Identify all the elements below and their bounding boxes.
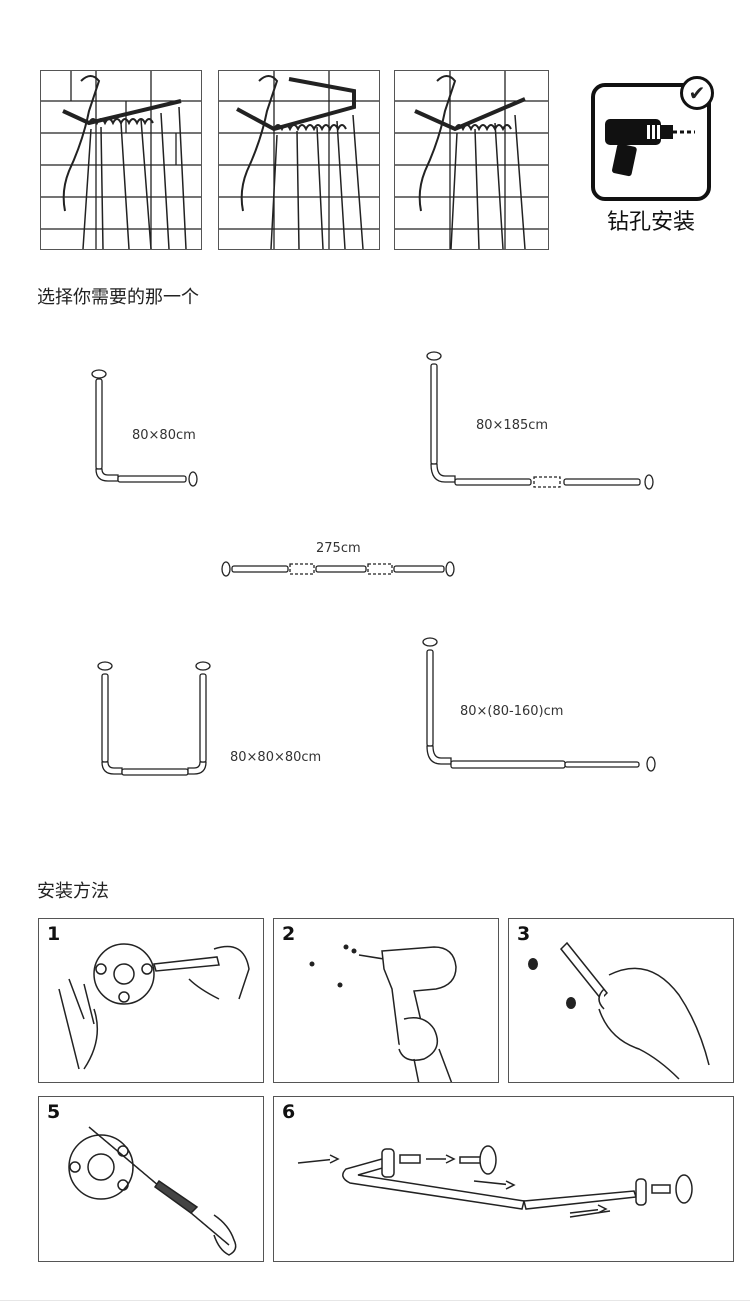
size-label-2: 275cm (316, 541, 361, 556)
badge-label: 钻孔安装 (606, 210, 695, 235)
shower-scene-1 (40, 70, 202, 250)
choose-title: 选择你需要的那一个 (37, 287, 199, 308)
drill-icon (605, 119, 695, 177)
footer-divider (0, 1300, 750, 1301)
step-number: 2 (282, 923, 296, 945)
step-number: 6 (282, 1101, 296, 1123)
install-step-1: 1 (38, 918, 264, 1083)
rod-l-80x80 (91, 369, 198, 487)
size-label-3: 80×80×80cm (230, 750, 322, 765)
shower-scene-2 (218, 70, 380, 250)
step-number: 3 (517, 923, 531, 945)
size-label-1: 80×185cm (476, 418, 549, 433)
install-step-6: 6 (273, 1096, 734, 1262)
rod-u-80x80x80 (97, 661, 211, 776)
drill-install-badge (591, 83, 711, 201)
size-label-0: 80×80cm (132, 428, 196, 443)
install-step-3: 3 (508, 918, 734, 1083)
mark-holes-icon (58, 943, 250, 1070)
screw-flange-icon (68, 1126, 237, 1256)
size-label-4: 80×(80-160)cm (460, 704, 564, 719)
install-title: 安装方法 (37, 881, 109, 902)
step-number: 1 (47, 923, 61, 945)
insert-anchors-icon (528, 941, 710, 1080)
check-icon: ✔ (680, 76, 714, 110)
rod-l-telescopic (422, 637, 656, 772)
install-step-5: 5 (38, 1096, 264, 1262)
step-number: 5 (47, 1101, 61, 1123)
rod-straight-275 (221, 561, 455, 577)
drill-holes-icon (309, 944, 457, 1082)
rod-l-80x185 (426, 351, 654, 490)
install-step-2: 2 (273, 918, 499, 1083)
shower-scene-3 (394, 70, 549, 250)
assemble-rod-icon (297, 1145, 693, 1218)
